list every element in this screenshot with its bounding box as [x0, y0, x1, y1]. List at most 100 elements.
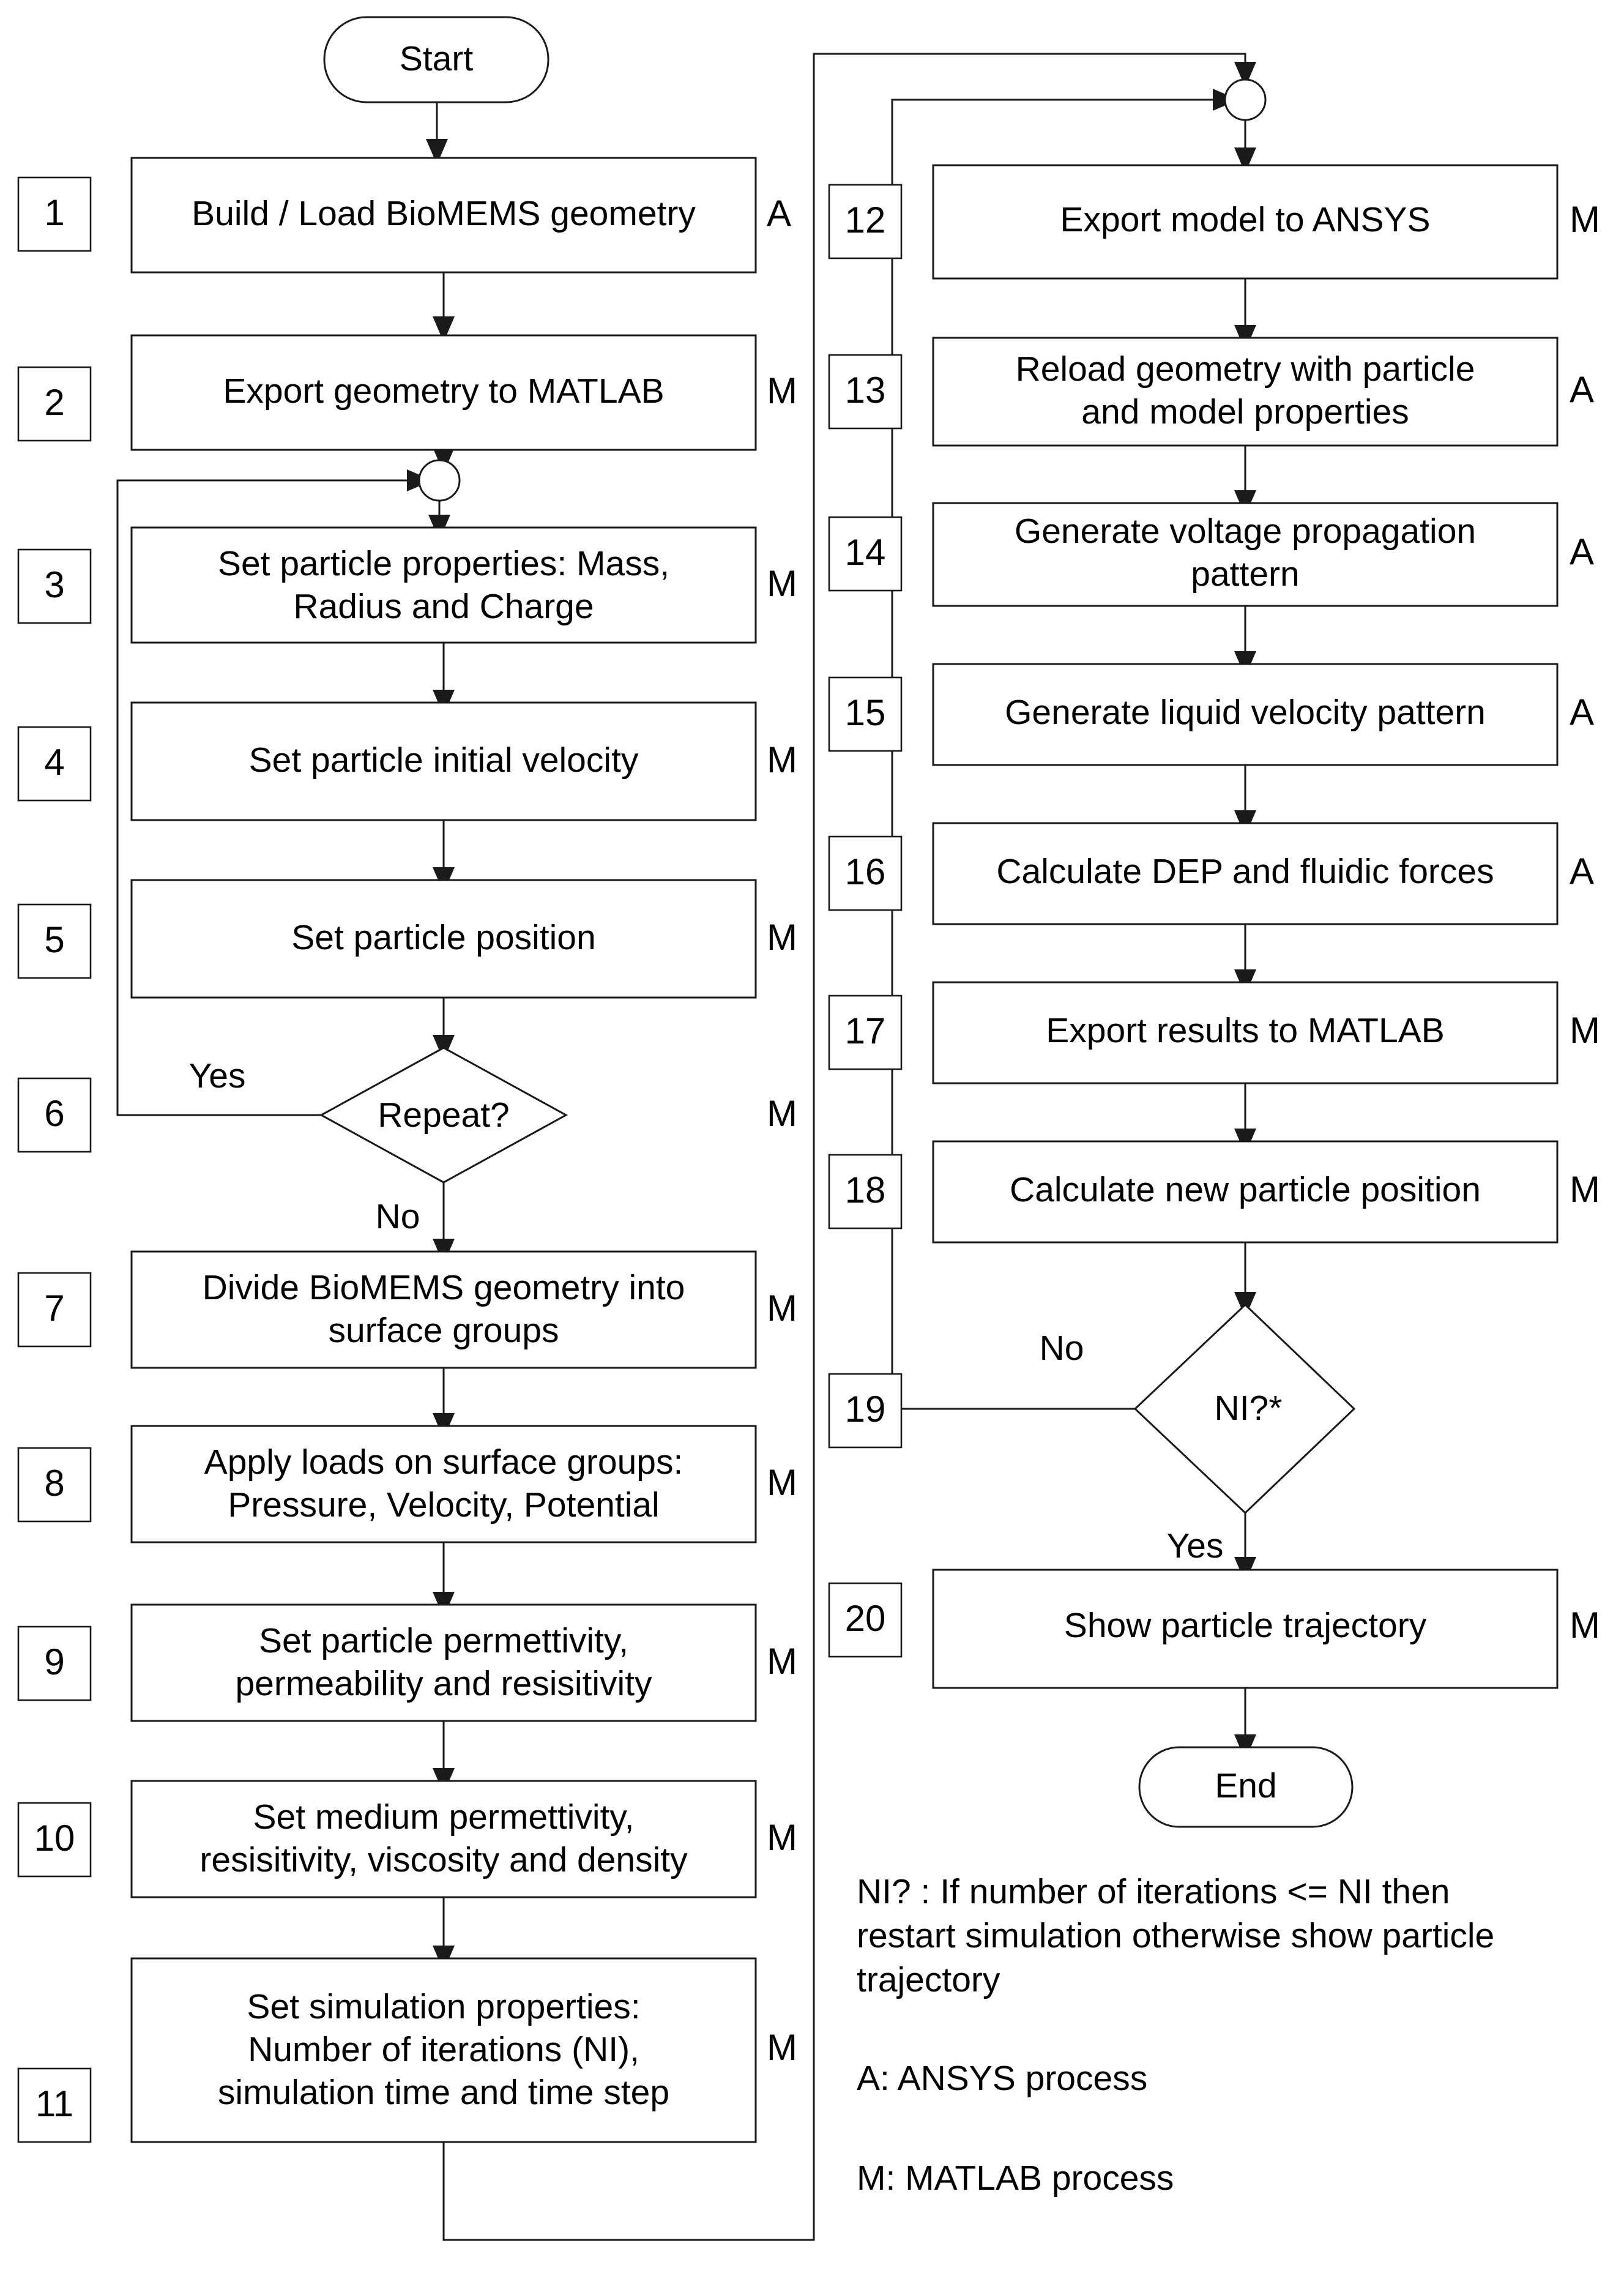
step-2-number-box	[17, 366, 92, 442]
step-17[interactable]: 17 Export results to MATLAB M	[828, 981, 1600, 1084]
step-12[interactable]: 12 Export model to ANSYS M	[828, 164, 1600, 280]
step-15-tag: A	[1570, 692, 1594, 733]
step-6[interactable]: 6 Repeat? M Yes No	[17, 1047, 797, 1236]
step-7[interactable]: 7 Divide BioMEMS geometry into surface g…	[17, 1250, 797, 1369]
step-9-number: 9	[44, 1641, 64, 1682]
step-13[interactable]: 13 Reload geometry with particle and mod…	[828, 337, 1594, 447]
step-9-number-box	[17, 1625, 92, 1701]
step-15-number-box	[828, 676, 903, 752]
step-5-number-box	[17, 903, 92, 979]
step-19-decision[interactable]	[1133, 1303, 1356, 1515]
step-7-number: 7	[44, 1288, 64, 1329]
step-5[interactable]: 5 Set particle position M	[17, 879, 797, 999]
step-2-label: Export geometry to MATLAB	[223, 371, 664, 411]
step-1-box[interactable]	[130, 157, 757, 274]
step-4-box[interactable]	[130, 701, 757, 821]
step-5-tag: M	[767, 917, 797, 958]
step-16-tag: A	[1570, 851, 1594, 892]
step-17-label: Export results to MATLAB	[1046, 1011, 1445, 1050]
step-2[interactable]: 2 Export geometry to MATLAB M	[17, 334, 797, 451]
step-19[interactable]: 19 NI?* No Yes	[828, 1303, 1356, 1565]
step-11[interactable]: 11 Set simulation properties: Number of …	[17, 1957, 797, 2143]
step-14-label-line2: pattern	[1191, 554, 1299, 594]
step-19-number: 19	[845, 1389, 886, 1430]
step-15-label: Generate liquid velocity pattern	[1005, 693, 1486, 732]
step-13-number-box	[828, 354, 903, 430]
step-5-number: 5	[44, 919, 64, 960]
end-label: End	[1215, 1766, 1276, 1805]
left-connectors	[116, 53, 1256, 2241]
step-8-box[interactable]	[130, 1425, 757, 1543]
step-16-number: 16	[845, 851, 886, 892]
step-4[interactable]: 4 Set particle initial velocity M	[17, 701, 797, 821]
step-9-tag: M	[767, 1641, 797, 1682]
step-9[interactable]: 9 Set particle permettivity, permeabilit…	[17, 1603, 797, 1722]
step-18-box[interactable]	[932, 1140, 1559, 1244]
step-12-number-box	[828, 184, 903, 259]
step-18-label: Calculate new particle position	[1010, 1170, 1481, 1209]
step-15[interactable]: 15 Generate liquid velocity pattern A	[828, 663, 1594, 766]
step-10-box[interactable]	[130, 1780, 757, 1898]
start-label: Start	[400, 39, 474, 78]
step-14-number: 14	[845, 532, 886, 573]
step-20-label: Show particle trajectory	[1064, 1606, 1427, 1645]
step-1-number: 1	[44, 192, 64, 233]
step-10-tag: M	[767, 1817, 797, 1858]
step-16-number-box	[828, 835, 903, 911]
step-14-tag: A	[1570, 531, 1594, 572]
step-20-number: 20	[845, 1598, 886, 1639]
step-4-number: 4	[44, 742, 64, 783]
step-1[interactable]: 1 Build / Load BioMEMS geometry A	[17, 157, 791, 274]
step-12-tag: M	[1570, 199, 1600, 240]
step-13-label-line1: Reload geometry with particle	[1016, 349, 1475, 389]
step-10-number: 10	[34, 1818, 75, 1859]
step-10[interactable]: 10 Set medium permettivity, resisitivity…	[17, 1780, 797, 1898]
step-17-number: 17	[845, 1010, 886, 1051]
step-5-box[interactable]	[130, 879, 757, 999]
step-15-number: 15	[845, 692, 886, 733]
step-7-label-line1: Divide BioMEMS geometry into	[203, 1268, 685, 1307]
step-11-tag: M	[767, 2027, 797, 2068]
step-3-label-line2: Radius and Charge	[293, 587, 594, 626]
step-11-label-line3: simulation time and time step	[218, 2073, 669, 2112]
step-16-label: Calculate DEP and fluidic forces	[996, 852, 1494, 891]
step-1-label: Build / Load BioMEMS geometry	[192, 194, 696, 233]
step-18-number: 18	[845, 1170, 886, 1211]
step-7-tag: M	[767, 1288, 797, 1329]
step-20-box[interactable]	[932, 1569, 1559, 1689]
step-14-box[interactable]	[932, 502, 1559, 607]
step-6-decision[interactable]	[319, 1047, 568, 1184]
step-12-box[interactable]	[932, 164, 1559, 280]
step-6-number: 6	[44, 1093, 64, 1134]
step-1-tag: A	[767, 193, 791, 234]
step-14[interactable]: 14 Generate voltage propagation pattern …	[828, 502, 1594, 607]
step-13-label-line2: and model properties	[1081, 392, 1409, 431]
step-18-number-box	[828, 1154, 903, 1230]
step-4-number-box	[17, 726, 92, 802]
step-16-box[interactable]	[932, 822, 1559, 925]
legend-note-line1: NI? : If number of iterations <= NI then	[857, 1872, 1450, 1911]
legend-note-line3: trajectory	[857, 1960, 1000, 1999]
step-16[interactable]: 16 Calculate DEP and fluidic forces A	[828, 822, 1594, 925]
step-17-box[interactable]	[932, 981, 1559, 1084]
step-12-number: 12	[845, 200, 886, 241]
step-2-box[interactable]	[130, 334, 757, 451]
step-19-no-label: No	[1040, 1329, 1084, 1368]
step-7-label-line2: surface groups	[328, 1311, 559, 1350]
step-19-label: NI?*	[1215, 1389, 1283, 1428]
legend-matlab: M: MATLAB process	[857, 2159, 1174, 2198]
step-6-number-box	[17, 1077, 92, 1153]
step-2-tag: M	[767, 370, 797, 411]
step-9-box[interactable]	[130, 1603, 757, 1722]
step-3[interactable]: 3 Set particle properties: Mass, Radius …	[17, 526, 797, 644]
step-3-box[interactable]	[130, 526, 757, 644]
step-18[interactable]: 18 Calculate new particle position M	[828, 1140, 1600, 1244]
step-15-box[interactable]	[932, 663, 1559, 766]
step-8[interactable]: 8 Apply loads on surface groups: Pressur…	[17, 1425, 797, 1543]
step-3-number-box	[17, 548, 92, 624]
step-13-box[interactable]	[932, 337, 1559, 447]
step-7-box[interactable]	[130, 1250, 757, 1369]
step-11-box[interactable]	[130, 1957, 757, 2143]
step-20[interactable]: 20 Show particle trajectory M	[828, 1569, 1600, 1689]
